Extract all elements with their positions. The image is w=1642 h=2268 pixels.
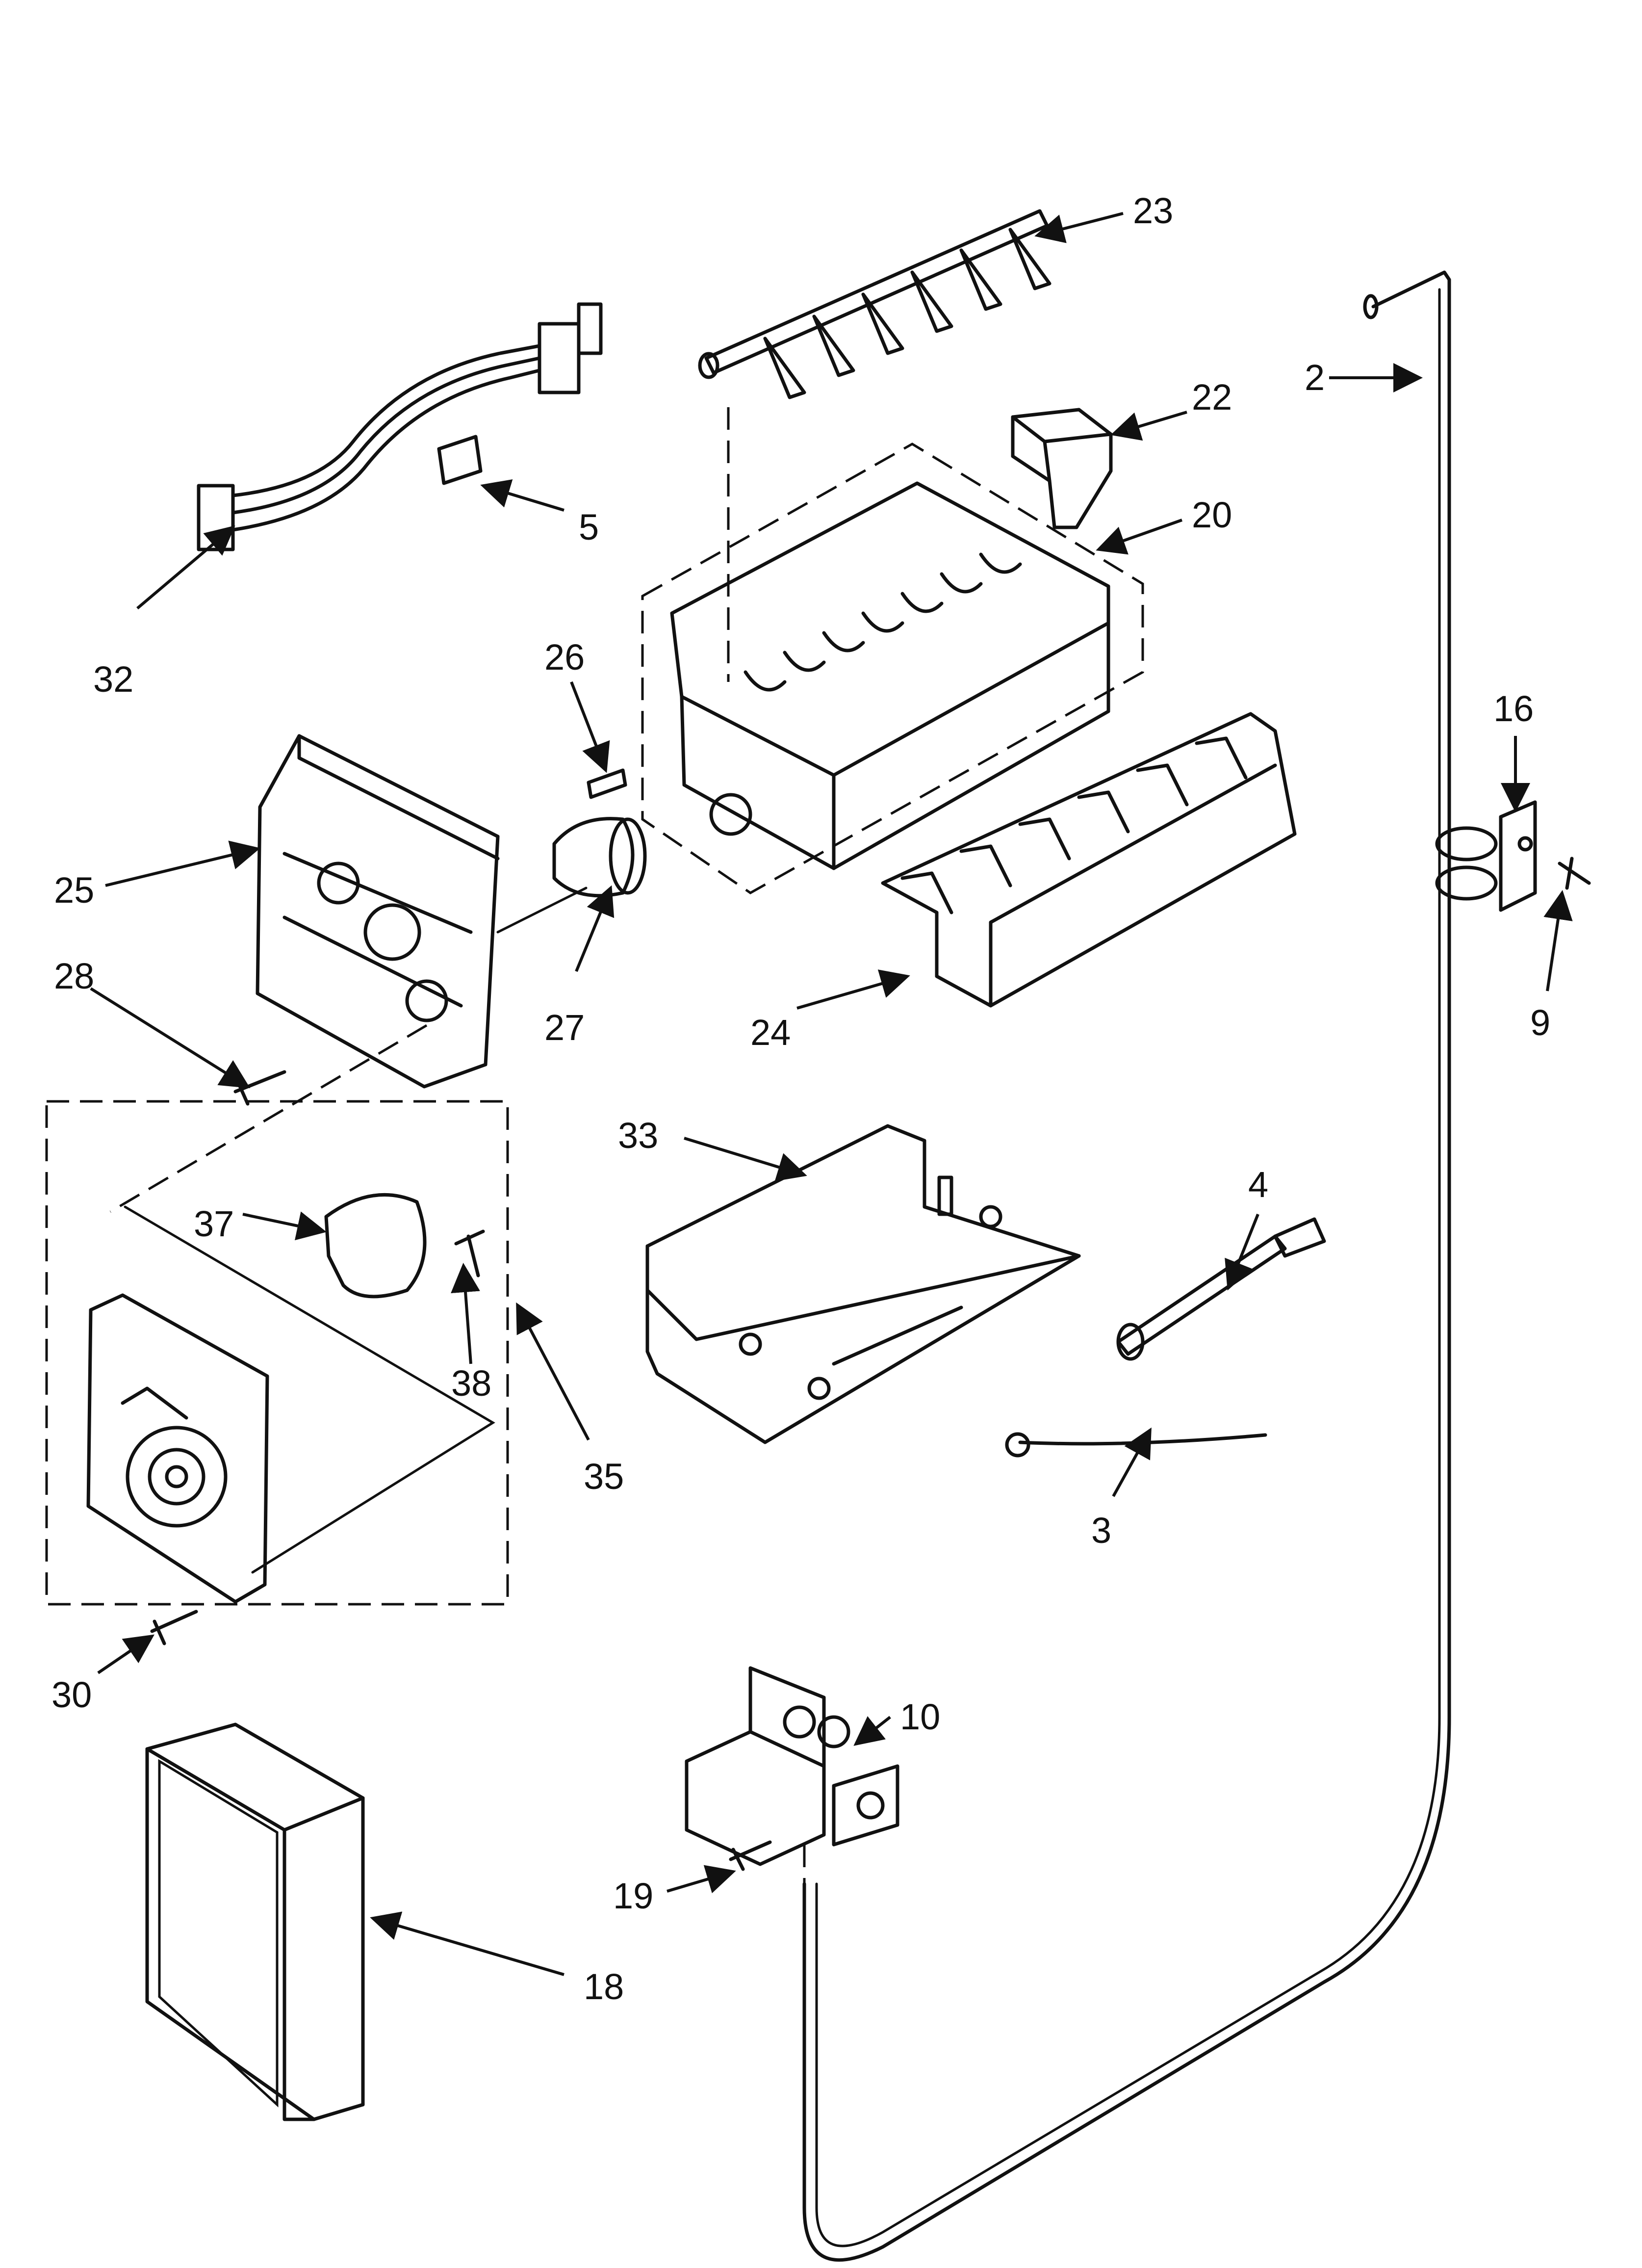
callout-38: 38 (451, 1363, 491, 1404)
part-water-valve (685, 1666, 899, 1884)
callout-26: 26 (544, 637, 585, 678)
part-control-housing (109, 734, 588, 1213)
callout-5: 5 (579, 507, 599, 547)
part-fill-tube (802, 270, 1451, 2262)
callout-30: 30 (51, 1674, 92, 1715)
callout-24: 24 (750, 1012, 791, 1053)
callout-33: 33 (618, 1115, 658, 1156)
callout-19: 19 (613, 1876, 653, 1916)
callout-4: 4 (1248, 1164, 1268, 1205)
part-wire-harness (197, 302, 603, 551)
callout-2: 2 (1305, 357, 1325, 398)
part-cover-plate (645, 1124, 1081, 1444)
callout-27: 27 (544, 1007, 585, 1048)
part-fill-cup (1011, 408, 1113, 529)
part-motor-small (552, 768, 647, 898)
callout-25: 25 (54, 870, 94, 911)
callout-9: 9 (1530, 1002, 1550, 1043)
part-tube-fitting (1116, 1217, 1326, 1361)
callout-37: 37 (194, 1203, 234, 1244)
part-insulation-block (145, 1722, 365, 2121)
callout-18: 18 (584, 1966, 624, 2007)
leader-lines (90, 212, 1573, 1976)
callout-3: 3 (1091, 1510, 1111, 1551)
part-module-assembly (45, 1100, 509, 1606)
callout-35: 35 (584, 1456, 624, 1497)
callout-10: 10 (900, 1696, 940, 1737)
callout-16: 16 (1493, 688, 1534, 729)
part-stripper (881, 712, 1297, 1008)
part-ejector-shaft (698, 209, 1052, 399)
callout-28: 28 (54, 956, 94, 996)
callout-labels: 23 22 20 2 5 32 26 25 27 28 16 9 24 33 4… (51, 190, 1550, 2007)
part-clamp (1435, 800, 1537, 912)
callout-22: 22 (1192, 377, 1232, 417)
callout-32: 32 (93, 659, 133, 700)
callout-20: 20 (1192, 495, 1232, 535)
callout-23: 23 (1133, 190, 1173, 231)
part-screws (150, 857, 1591, 1871)
part-mold (641, 407, 1144, 894)
